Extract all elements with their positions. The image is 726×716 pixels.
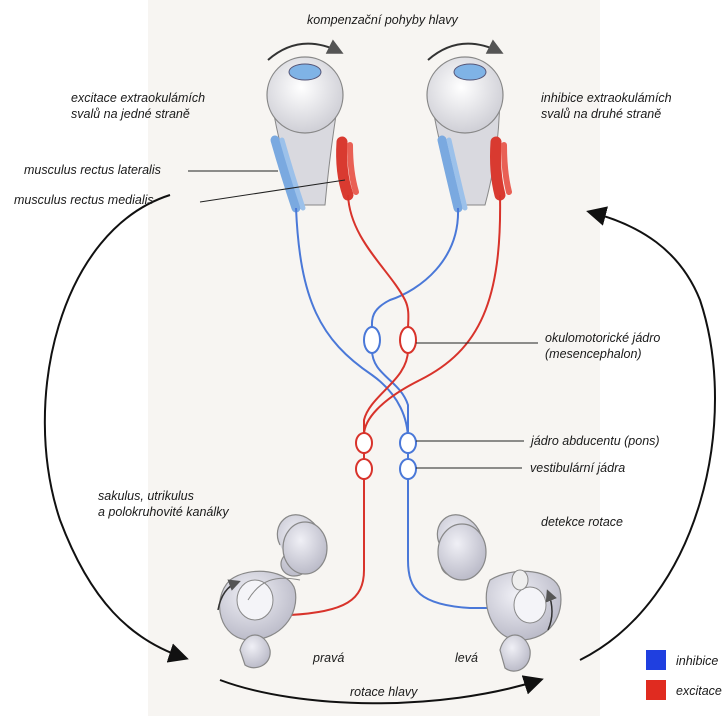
right-eye-label-line1: inhibice extraokulámích (541, 90, 672, 106)
left-inner-ear (218, 515, 327, 668)
side-right-label: pravá (313, 650, 344, 666)
vestibular-nucleus-right (400, 459, 416, 479)
abducens-nucleus-right (400, 433, 416, 453)
left-eye-label-line1: excitace extraokulámích (71, 90, 205, 106)
legend-excitation-swatch (646, 680, 666, 700)
side-left-label: levá (455, 650, 478, 666)
oculomotor-nucleus-right (400, 327, 416, 353)
left-eye (267, 44, 356, 208)
right-eye-label: inhibice extraokulámích svalů na druhé s… (541, 90, 672, 122)
left-rotation-arrow (45, 195, 185, 658)
oculomotor-label-line1: okulomotorické jádro (545, 330, 660, 346)
diagram-title: kompenzační pohyby hlavy (307, 12, 458, 28)
vestibular-nucleus-left (356, 459, 372, 479)
oculomotor-label-line2: (mesencephalon) (545, 346, 660, 362)
legend-inhibition-swatch (646, 650, 666, 670)
vestibular-label: vestibulární jádra (530, 460, 625, 476)
legend-inhibition-label: inhibice (676, 653, 718, 669)
right-eye-label-line2: svalů na druhé straně (541, 106, 672, 122)
oculomotor-label: okulomotorické jádro (mesencephalon) (545, 330, 660, 362)
left-eye-label-line2: svalů na jedné straně (71, 106, 205, 122)
left-ear-label-line1: sakulus, utrikulus (98, 488, 229, 504)
right-eye (427, 44, 509, 208)
muscle-lateral-label: musculus rectus lateralis (24, 162, 161, 178)
right-ear-label: detekce rotace (541, 514, 623, 530)
left-eye-label: excitace extraokulámích svalů na jedné s… (71, 90, 205, 122)
bottom-label: rotace hlavy (350, 684, 417, 700)
left-ear-label-line2: a polokruhovité kanálky (98, 504, 229, 520)
muscle-medial-label: musculus rectus medialis (14, 192, 154, 208)
legend-excitation-label: excitace (676, 683, 722, 699)
left-ear-label: sakulus, utrikulus a polokruhovité kanál… (98, 488, 229, 520)
right-inner-ear (437, 515, 561, 671)
abducens-label: jádro abducentu (pons) (531, 433, 660, 449)
abducens-nucleus-left (356, 433, 372, 453)
oculomotor-nucleus-left (364, 327, 380, 353)
